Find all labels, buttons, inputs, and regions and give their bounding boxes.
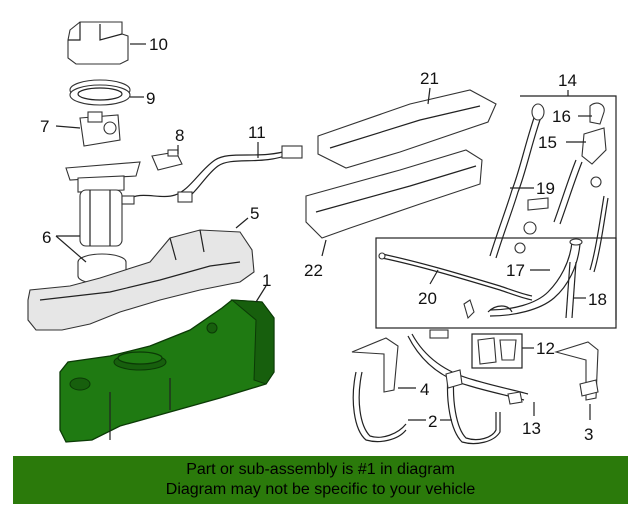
part-13-tank-strap-wire[interactable] xyxy=(407,329,529,405)
callout-6[interactable]: 6 xyxy=(42,228,51,247)
part-22-lower-shield[interactable] xyxy=(305,149,483,239)
callout-14[interactable]: 14 xyxy=(558,71,577,90)
callout-7[interactable]: 7 xyxy=(40,117,49,136)
part-11-wiring-harness[interactable] xyxy=(121,145,303,205)
part-7-pump-module-top[interactable] xyxy=(79,111,121,147)
part-4-strap-bracket[interactable] xyxy=(351,337,407,443)
part-10-cover[interactable] xyxy=(67,21,129,65)
callout-15[interactable]: 15 xyxy=(538,133,557,152)
part-15-filler-housing[interactable] xyxy=(581,127,607,165)
banner-line-2: Diagram may not be specific to your vehi… xyxy=(165,481,476,498)
callout-1[interactable]: 1 xyxy=(262,271,271,290)
callout-3[interactable]: 3 xyxy=(584,425,593,444)
callout-4[interactable]: 4 xyxy=(420,380,429,399)
part-1-fuel-tank[interactable] xyxy=(59,299,275,443)
callout-17[interactable]: 17 xyxy=(506,261,525,280)
hose-clip[interactable] xyxy=(463,299,513,320)
callout-19[interactable]: 19 xyxy=(536,179,555,198)
part-2-tank-strap[interactable] xyxy=(445,369,501,445)
callout-5[interactable]: 5 xyxy=(250,204,259,223)
callout-16[interactable]: 16 xyxy=(552,107,571,126)
callout-11[interactable]: 11 xyxy=(248,123,266,142)
part-9-lock-ring[interactable] xyxy=(69,79,131,106)
leader-21 xyxy=(427,87,431,105)
part-5-tank-shield[interactable] xyxy=(27,229,255,331)
callout-13[interactable]: 13 xyxy=(522,419,541,438)
info-banner: Part or sub-assembly is #1 in diagram Di… xyxy=(13,456,628,504)
callout-12[interactable]: 12 xyxy=(536,339,555,358)
callout-9[interactable]: 9 xyxy=(146,89,155,108)
part-8-connector[interactable] xyxy=(151,149,183,171)
leader-20 xyxy=(429,269,439,285)
part-18-hose[interactable] xyxy=(565,261,577,319)
part-21-upper-shield[interactable] xyxy=(317,89,497,169)
leader-1 xyxy=(255,285,267,303)
part-20-vent-tube[interactable] xyxy=(378,252,533,301)
part-17-filler-hose[interactable] xyxy=(489,238,583,317)
part-3-strap-bracket[interactable] xyxy=(554,341,599,401)
banner-line-1: Part or sub-assembly is #1 in diagram xyxy=(186,461,455,478)
part-16-cap[interactable] xyxy=(589,102,605,125)
leader-5 xyxy=(235,217,249,229)
filler-neck-parts[interactable] xyxy=(514,159,609,273)
callout-22[interactable]: 22 xyxy=(304,261,323,280)
leader-22 xyxy=(321,239,327,257)
callout-8[interactable]: 8 xyxy=(175,126,184,145)
leader-7 xyxy=(55,125,81,129)
leader-6b xyxy=(55,235,87,263)
part-19-filler-pipe[interactable] xyxy=(489,103,545,259)
exploded-parts-diagram: 10 9 7 6 8 11 xyxy=(27,21,617,445)
part-12-bracket[interactable] xyxy=(471,333,523,369)
callout-20[interactable]: 20 xyxy=(418,289,437,308)
callout-18[interactable]: 18 xyxy=(588,290,607,309)
callout-2[interactable]: 2 xyxy=(428,412,437,431)
callout-10[interactable]: 10 xyxy=(149,35,168,54)
callout-21[interactable]: 21 xyxy=(420,69,439,88)
hose-group-box xyxy=(375,237,617,329)
fuel-pump-body[interactable] xyxy=(65,161,141,247)
